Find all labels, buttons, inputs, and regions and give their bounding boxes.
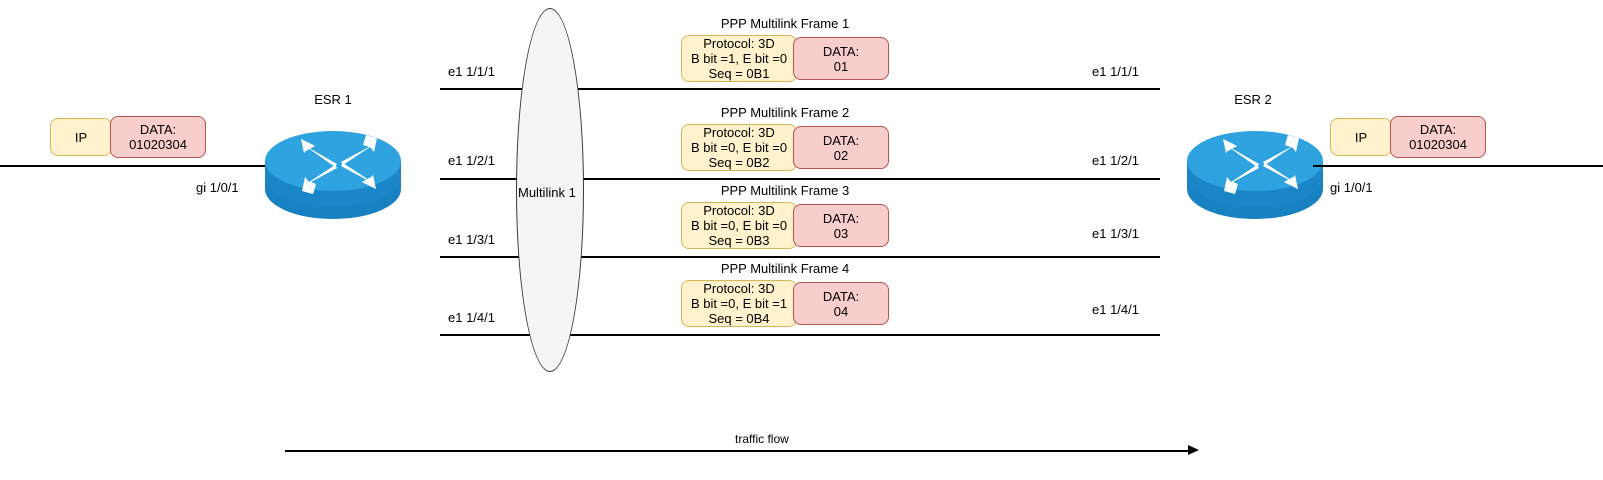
link-4-left-interface-label: e1 1/4/1 bbox=[448, 310, 495, 325]
frame-2-payload-box: DATA: 02 bbox=[793, 126, 889, 169]
multilink-bundle-label: Multilink 1 bbox=[518, 185, 576, 200]
link-3-right-interface-label: e1 1/3/1 bbox=[1092, 226, 1139, 241]
right-host-segment-line bbox=[1313, 165, 1603, 167]
traffic-flow-line bbox=[285, 450, 1188, 452]
left-host-segment-line bbox=[0, 165, 275, 167]
frame-4-header-box: Protocol: 3D B bit =0, E bit =1 Seq = 0B… bbox=[681, 280, 797, 327]
traffic-flow-label: traffic flow bbox=[735, 432, 789, 446]
frame-1-payload-box: DATA: 01 bbox=[793, 37, 889, 80]
link-line-1 bbox=[440, 88, 1160, 90]
link-line-4 bbox=[440, 334, 1160, 336]
link-line-2 bbox=[440, 178, 1160, 180]
frame-2-header-box: Protocol: 3D B bit =0, E bit =0 Seq = 0B… bbox=[681, 124, 797, 171]
frame-3-title: PPP Multilink Frame 3 bbox=[720, 183, 850, 198]
right-data-payload-box: DATA: 01020304 bbox=[1390, 116, 1486, 158]
router-icon-esr-2[interactable] bbox=[1185, 117, 1325, 221]
frame-1-title: PPP Multilink Frame 1 bbox=[720, 16, 850, 31]
router-1-title: ESR 1 bbox=[314, 92, 352, 107]
router-icon-esr-1[interactable] bbox=[263, 117, 403, 221]
left-ip-header-box: IP bbox=[50, 118, 112, 156]
link-line-3 bbox=[440, 256, 1160, 258]
link-3-left-interface-label: e1 1/3/1 bbox=[448, 232, 495, 247]
link-2-right-interface-label: e1 1/2/1 bbox=[1092, 153, 1139, 168]
frame-1-header-box: Protocol: 3D B bit =1, E bit =0 Seq = 0B… bbox=[681, 35, 797, 82]
right-host-interface-label: gi 1/0/1 bbox=[1330, 180, 1373, 195]
multilink-bundle-ellipse bbox=[516, 8, 584, 372]
frame-3-header-box: Protocol: 3D B bit =0, E bit =0 Seq = 0B… bbox=[681, 202, 797, 249]
frame-3-payload-box: DATA: 03 bbox=[793, 204, 889, 247]
link-1-right-interface-label: e1 1/1/1 bbox=[1092, 64, 1139, 79]
frame-2-title: PPP Multilink Frame 2 bbox=[720, 105, 850, 120]
router-2-title: ESR 2 bbox=[1234, 92, 1272, 107]
frame-4-payload-box: DATA: 04 bbox=[793, 282, 889, 325]
link-2-left-interface-label: e1 1/2/1 bbox=[448, 153, 495, 168]
link-1-left-interface-label: e1 1/1/1 bbox=[448, 64, 495, 79]
right-ip-header-box: IP bbox=[1330, 118, 1392, 156]
left-data-payload-box: DATA: 01020304 bbox=[110, 116, 206, 158]
link-4-right-interface-label: e1 1/4/1 bbox=[1092, 302, 1139, 317]
traffic-flow-arrow-icon bbox=[1188, 445, 1199, 455]
frame-4-title: PPP Multilink Frame 4 bbox=[720, 261, 850, 276]
left-host-interface-label: gi 1/0/1 bbox=[196, 180, 239, 195]
